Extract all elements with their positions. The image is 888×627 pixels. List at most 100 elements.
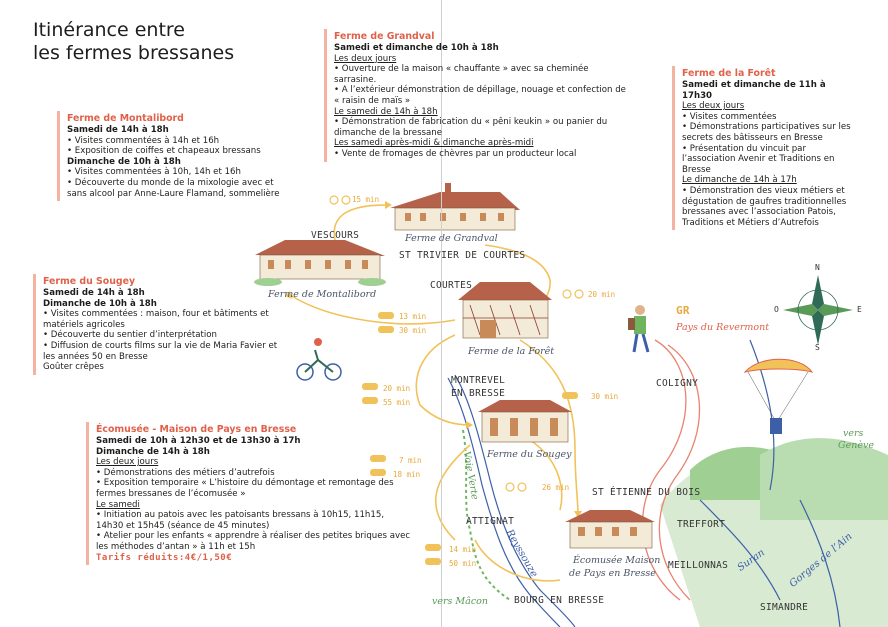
- time-8: 7 min: [399, 456, 422, 465]
- compass-rose: [783, 275, 853, 345]
- greenway-path: [462, 429, 511, 601]
- farm-montalibord-line: • Découverte du monde de la mixologie av…: [67, 177, 280, 199]
- place-attignat: ATTIGNAT: [466, 516, 515, 527]
- place-treffort: TREFFORT: [677, 519, 726, 530]
- direction-macon: vers Mâcon: [432, 596, 488, 607]
- road-routes: [289, 204, 579, 582]
- farm-ecomusee-line: • Démonstrations des métiers d’autrefois: [96, 467, 275, 478]
- farm-sougey-name: Ferme du Sougey: [43, 276, 136, 287]
- time-4: 30 min: [399, 326, 427, 335]
- place-bourg: BOURG EN BRESSE: [514, 595, 605, 606]
- map-label-foret: Ferme de la Forêt: [468, 346, 555, 357]
- revermont-lines: [641, 339, 701, 601]
- map-label-sougey: Ferme du Sougey: [487, 449, 572, 460]
- place-coligny: COLIGNY: [656, 378, 699, 389]
- place-courtes: COURTES: [430, 280, 473, 291]
- place-meillonnas: MEILLONNAS: [668, 560, 729, 571]
- farm-sougey-line: • Découverte du sentier d’interprétation: [43, 330, 217, 341]
- place-st-trivier: ST TRIVIER DE COURTES: [399, 250, 526, 261]
- farm-sougey-line: Goûter crêpes: [43, 362, 104, 373]
- place-vescours: VESCOURS: [311, 230, 360, 241]
- farm-ecomusee-line: Dimanche de 14h à 18h: [96, 446, 210, 457]
- farm-foret-name: Ferme de la Forêt: [682, 68, 776, 79]
- farm-foret-line: Le dimanche de 14h à 17h: [682, 175, 797, 186]
- farm-montalibord-line: Samedi de 14h à 18h: [67, 125, 169, 135]
- title-line-2: les fermes bressanes: [33, 42, 235, 64]
- farm-ecomusee-line: Samedi de 10h à 12h30 et de 13h30 à 17h: [96, 436, 301, 446]
- gr-name: Pays du Revermont: [676, 322, 770, 333]
- farm-montalibord-name: Ferme de Montalibord: [67, 113, 184, 124]
- farm-foret-line: • Visites commentées: [682, 111, 777, 122]
- farm-sougey-line: Samedi de 14h à 18h: [43, 288, 145, 298]
- farm-grandval-name: Ferme de Grandval: [334, 31, 435, 42]
- farm-sougey-line: Dimanche de 10h à 18h: [43, 298, 157, 309]
- farm-sougey-line: • Visites commentées : maison, four et b…: [43, 309, 269, 330]
- time-2: 20 min: [588, 290, 616, 299]
- page-title: Itinérance entre les fermes bressanes: [33, 19, 234, 65]
- cyclist-illustration: [296, 338, 342, 381]
- time-1: 15 min: [352, 195, 380, 204]
- farm-montalibord-line: • Visites commentées à 14h et 16h: [67, 135, 220, 146]
- place-st-etienne: ST ÉTIENNE DU BOIS: [592, 487, 701, 498]
- farm-foret-drawing: [458, 282, 552, 339]
- farm-sougey-drawing: [478, 400, 572, 443]
- farm-grandval-line: • A l’extérieur démonstration de dépilla…: [334, 85, 626, 106]
- farm-grandval-line: Samedi et dimanche de 10h à 18h: [334, 43, 499, 53]
- time-11: 14 min: [449, 545, 477, 554]
- farm-montalibord-line: Dimanche de 10h à 18h: [67, 156, 181, 167]
- farm-grandval-line: Le samedi de 14h à 18h: [334, 106, 438, 117]
- page-fold: [441, 0, 442, 627]
- time-9: 18 min: [393, 470, 421, 479]
- farm-foret-line: Les deux jours: [682, 101, 745, 112]
- farm-foret-line: • Démonstrations participatives sur les …: [682, 122, 851, 143]
- farm-grandval-line: Les samedi après-midi & dimanche après-m…: [334, 138, 534, 149]
- farm-ecomusee-line: Le samedi: [96, 499, 140, 510]
- time-6: 55 min: [383, 398, 411, 407]
- farm-ecomusee-line: Les deux jours: [96, 457, 159, 468]
- direction-geneve-2: Genève: [838, 440, 874, 451]
- farm-ecomusee-line: • Atelier pour les enfants « apprendre à…: [96, 531, 411, 552]
- farm-grandval-line: • Démonstration de fabrication du « pêni…: [334, 117, 608, 138]
- farm-foret-line: • Présentation du vincuit par l’associat…: [682, 143, 835, 175]
- compass-e: E: [857, 305, 863, 314]
- gr-code: GR: [676, 304, 690, 317]
- farm-ecomusee-name: Écomusée - Maison de Pays en Bresse: [96, 424, 297, 435]
- compass-s: S: [815, 343, 821, 352]
- map-label-montalibord: Ferme de Montalibord: [268, 289, 377, 300]
- time-10: 26 min: [542, 483, 570, 492]
- mountains: [660, 438, 888, 627]
- time-5: 20 min: [383, 384, 411, 393]
- farm-grandval-line: Les deux jours: [334, 53, 397, 64]
- farm-montalibord-line: • Exposition de coiffes et chapeaux bres…: [67, 146, 261, 157]
- bike-icons: [329, 195, 584, 492]
- map-label-ecomusee-1: Écomusée Maison: [573, 555, 661, 566]
- time-12: 50 min: [449, 559, 477, 568]
- paraglider-illustration: [743, 358, 814, 434]
- farm-grandval-drawing: [390, 183, 520, 231]
- farm-ecomusee-line: • Initiation au patois avec les patoisan…: [96, 510, 385, 531]
- farm-foret-line: Samedi et dimanche de 11h à 17h30: [682, 80, 826, 101]
- hiker-illustration: [628, 305, 650, 353]
- farm-montalibord-drawing: [254, 240, 386, 286]
- map-label-ecomusee-2: de Pays en Bresse: [569, 568, 656, 579]
- map-label-grandval: Ferme de Grandval: [405, 233, 498, 244]
- title-line-1: Itinérance entre: [33, 19, 185, 41]
- time-3: 13 min: [399, 312, 427, 321]
- compass-o: O: [774, 305, 780, 314]
- farm-sougey-line: • Diffusion de courts films sur la vie d…: [43, 340, 278, 362]
- farm-foret-line: • Démonstration des vieux métiers et dég…: [682, 185, 847, 228]
- farm-ecomusee-line: Tarifs réduits:4€/1,50€: [96, 552, 233, 563]
- rivers: [447, 339, 841, 627]
- place-montrevel-1: MONTREVEL: [451, 375, 506, 386]
- farm-grandval-line: • Ouverture de la maison « chauffante » …: [334, 64, 589, 85]
- place-simandre: SIMANDRE: [760, 602, 809, 613]
- farm-montalibord-line: • Visites commentées à 10h, 14h et 16h: [67, 167, 241, 178]
- farm-grandval-line: • Vente de fromages de chèvres par un pr…: [334, 148, 577, 159]
- direction-geneve-1: vers: [843, 428, 864, 439]
- farm-ecomusee-line: • Exposition temporaire « L’histoire du …: [96, 478, 394, 499]
